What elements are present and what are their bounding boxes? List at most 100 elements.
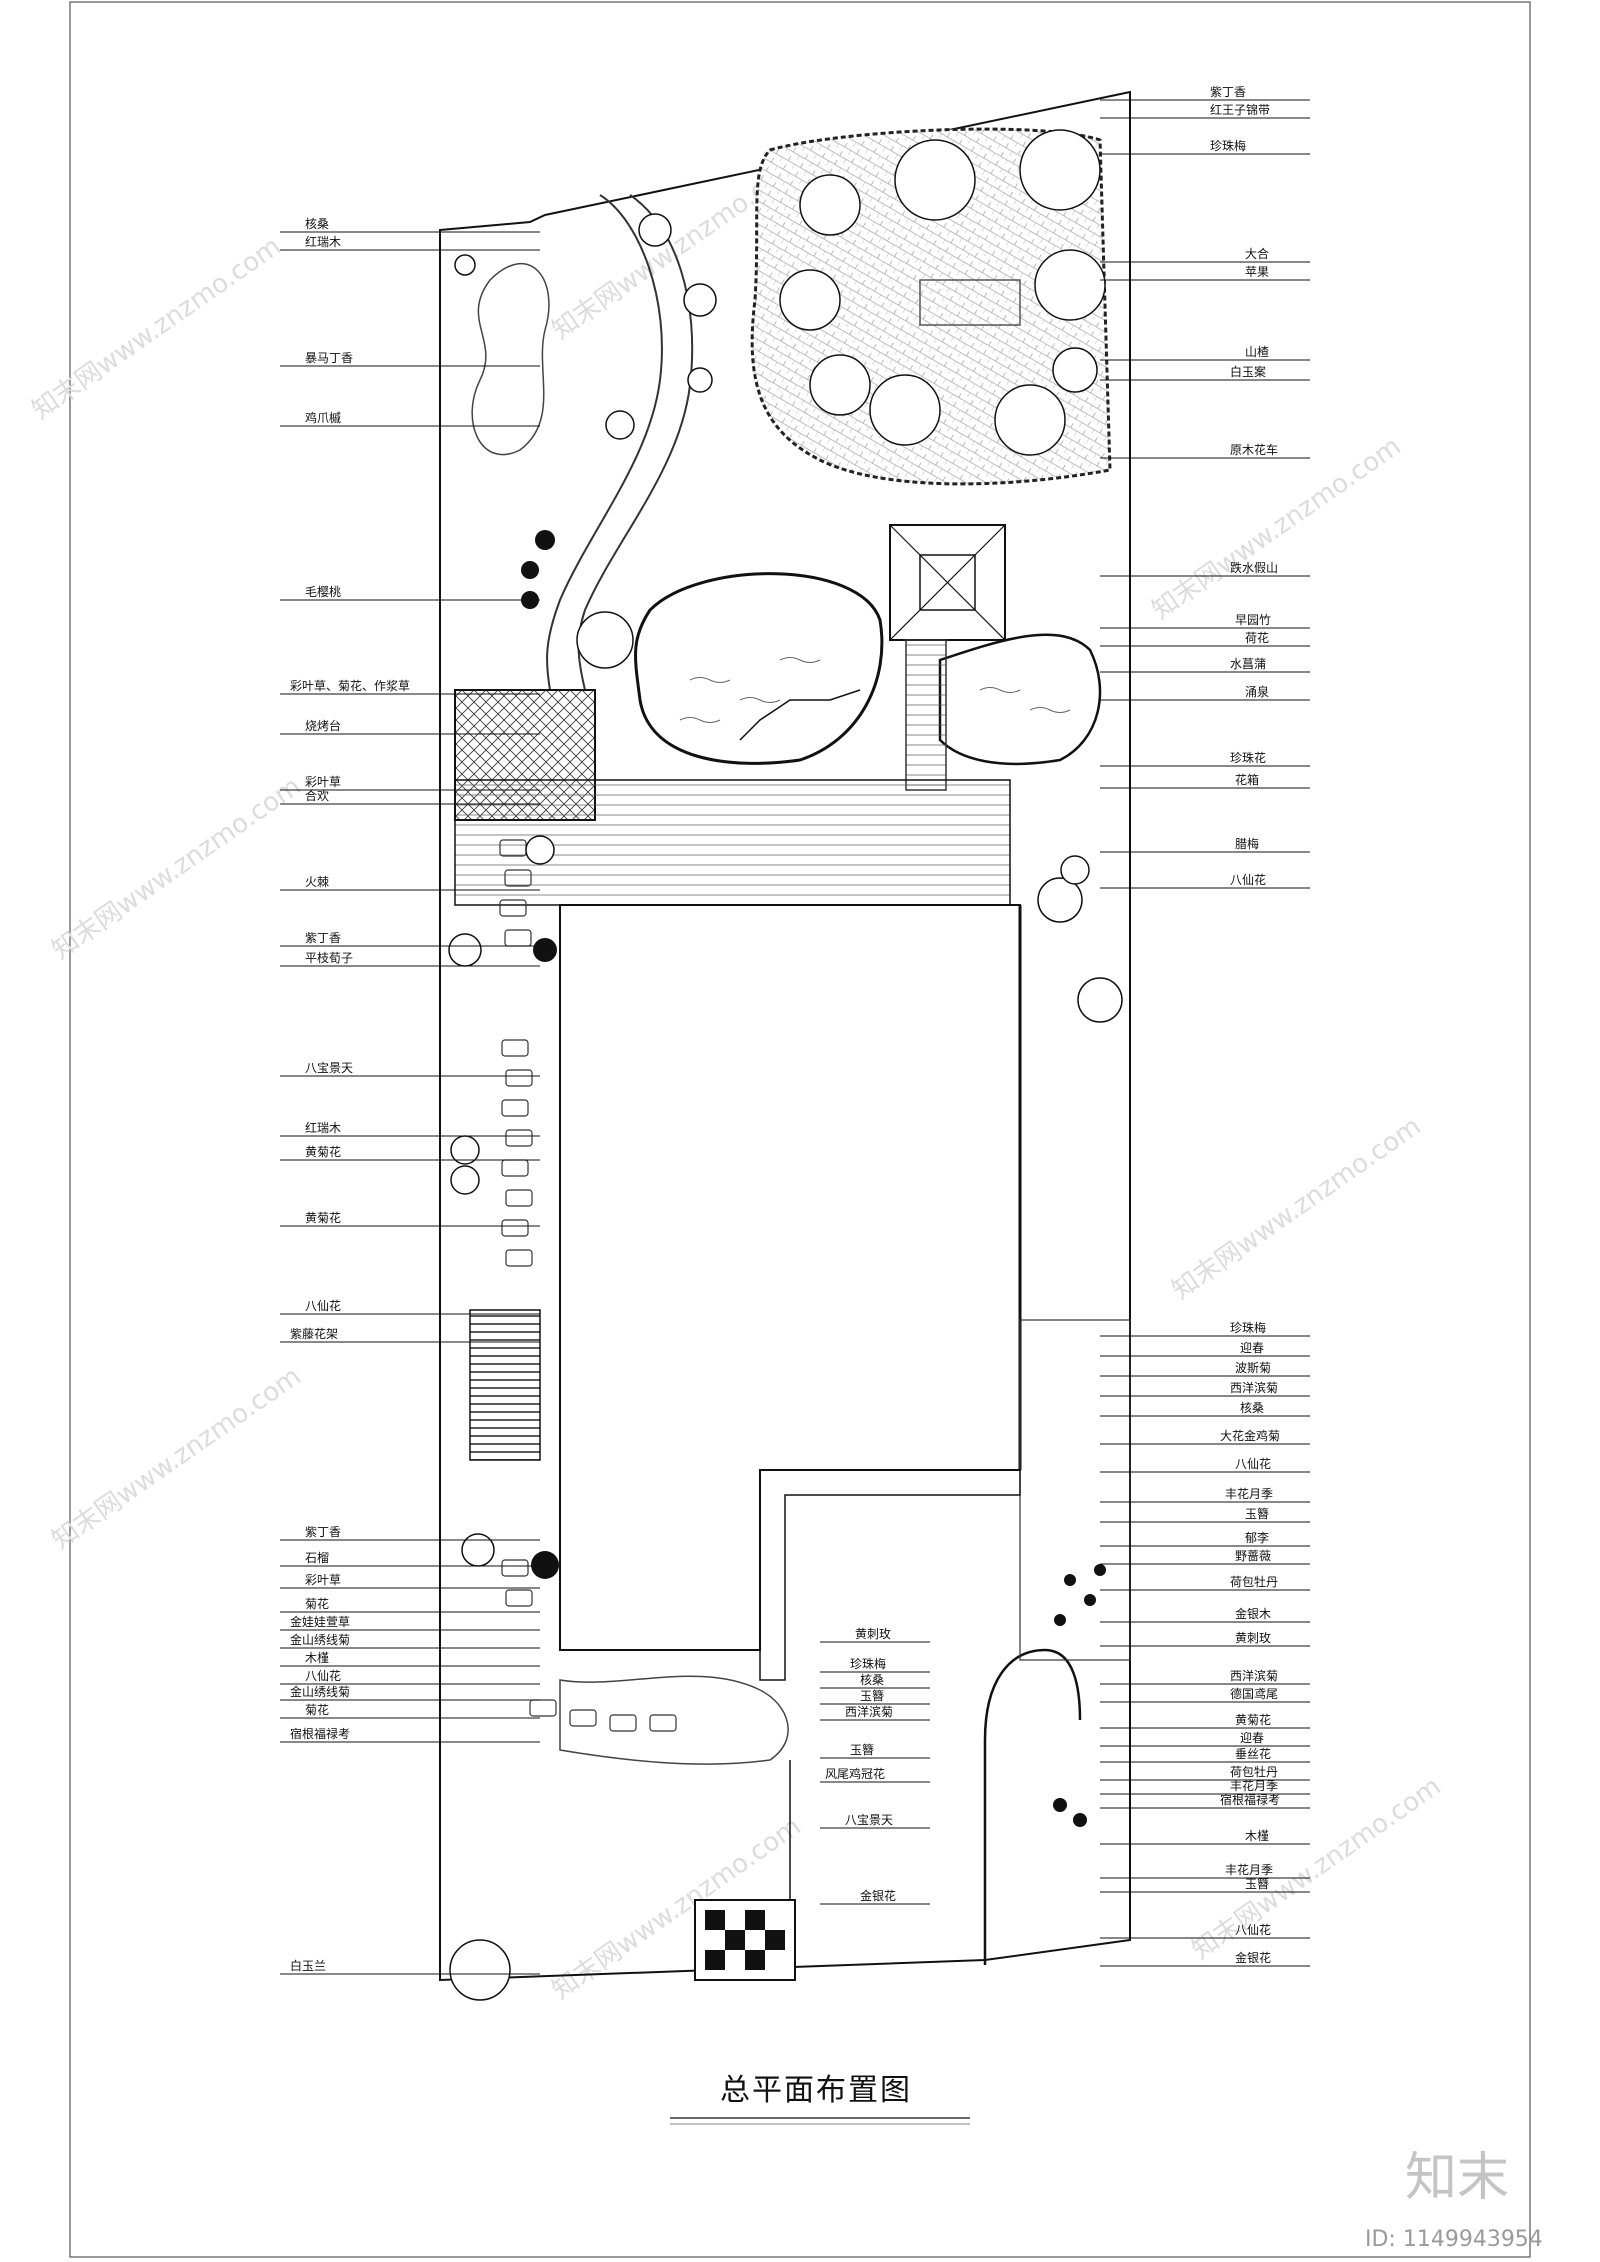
plant-label: 腊梅 — [1235, 836, 1259, 851]
plant-label: 早园竹 — [1235, 613, 1271, 627]
plant-label: 八仙花 — [1235, 1922, 1271, 1937]
plant-label: 丰花月季 — [1225, 1862, 1273, 1877]
plant-label: 迎春 — [1240, 1731, 1264, 1745]
labels-right-bottom: 珍珠梅 迎春 波斯菊 西洋滨菊 核桑 大花金鸡菊 八仙花 丰花月季 玉簪 郁李 … — [1220, 1320, 1280, 1965]
plant-label: 红瑞木 — [305, 1120, 341, 1135]
plant-label: 大合 — [1245, 246, 1269, 261]
plant-label: 核桑 — [1240, 1401, 1264, 1415]
plant-label: 黄菊花 — [305, 1210, 341, 1225]
plant-label: 暴马丁香 — [305, 351, 353, 365]
plant-label: 黄刺玫 — [1235, 1630, 1271, 1645]
watermark: 知末网www.znzmo.com — [1167, 1111, 1427, 1305]
plant-label: 荷包牡丹 — [1230, 1764, 1278, 1779]
plant-label: 彩叶草 — [305, 1573, 341, 1587]
watermark: 知末网www.znzmo.com — [1147, 431, 1407, 625]
watermark: 知末网www.znzmo.com — [47, 1361, 307, 1555]
plant-label: 珍珠梅 — [1210, 138, 1246, 153]
tree-symbols — [448, 129, 1123, 2001]
fountain-line — [739, 689, 861, 741]
drawing-frame — [69, 1, 1531, 2258]
plant-label: 八仙花 — [1230, 872, 1266, 887]
plant-label: 西洋滨菊 — [1230, 1380, 1278, 1395]
plant-label: 野蔷薇 — [1235, 1549, 1271, 1563]
plant-label: 八仙花 — [305, 1298, 341, 1313]
plant-label: 丰花月季 — [1230, 1778, 1278, 1793]
plant-label: 金山绣线菊 — [290, 1684, 350, 1699]
checker-pavement — [694, 1899, 796, 1981]
image-id: ID: 1149943954 — [1365, 2227, 1543, 2252]
plant-label: 黄刺玫 — [855, 1626, 891, 1641]
plant-label: 德国鸢尾 — [1230, 1686, 1278, 1701]
plant-label: 西洋滨菊 — [1230, 1668, 1278, 1683]
plaza-table — [919, 279, 1021, 326]
plant-label: 合欢 — [305, 788, 329, 803]
plant-label: 彩叶草、菊花、作浆草 — [290, 678, 410, 693]
plant-label: 珍珠梅 — [850, 1656, 886, 1671]
house-footprint — [559, 904, 1021, 1651]
plant-label: 紫丁香 — [305, 931, 341, 945]
plant-label: 玉簪 — [850, 1742, 874, 1757]
plant-label: 木槿 — [305, 1651, 329, 1665]
plant-label: 金银花 — [860, 1888, 896, 1903]
plant-label: 波斯菊 — [1235, 1361, 1271, 1375]
labels-right-top: 紫丁香 红王子锦带 珍珠梅 大合 苹果 山楂 白玉案 原木花车 跌水假山 早园竹… — [1210, 85, 1278, 887]
plant-label: 迎春 — [1240, 1341, 1264, 1355]
bridge — [905, 639, 947, 791]
watermark: 知末网www.znzmo.com — [27, 231, 287, 425]
plant-label: 西洋滨菊 — [845, 1704, 893, 1719]
plant-label: 石榴 — [305, 1551, 329, 1565]
logo: 知末 — [1405, 2148, 1509, 2208]
plant-label: 玉簪 — [1245, 1506, 1269, 1521]
plant-label: 苹果 — [1245, 265, 1269, 279]
watermark: 知末网www.znzmo.com — [47, 771, 307, 965]
garden-path-edge — [546, 194, 663, 691]
plant-label: 宿根福禄考 — [290, 1726, 350, 1741]
east-garden-edge — [983, 1648, 1082, 1965]
plant-label: 宿根福禄考 — [1220, 1792, 1280, 1807]
plant-label: 火棘 — [305, 875, 329, 889]
plant-label: 紫藤花架 — [290, 1326, 338, 1341]
plant-label: 八仙花 — [305, 1668, 341, 1683]
plant-label: 大花金鸡菊 — [1220, 1428, 1280, 1443]
plant-label: 金山绣线菊 — [290, 1632, 350, 1647]
plant-label: 白玉案 — [1230, 364, 1266, 379]
plant-label: 紫丁香 — [1210, 85, 1246, 99]
plant-label: 核桑 — [860, 1673, 884, 1687]
site-boundary — [439, 90, 1131, 1982]
shrub-bed — [471, 263, 550, 456]
plant-label: 郁李 — [1245, 1530, 1269, 1545]
plant-label: 红王子锦带 — [1210, 102, 1270, 117]
plant-label: 风尾鸡冠花 — [825, 1766, 885, 1781]
plant-label: 白玉兰 — [290, 1958, 326, 1973]
plant-label: 八宝景天 — [305, 1061, 353, 1075]
labels-center: 黄刺玫 珍珠梅 核桑 玉簪 西洋滨菊 玉簪 风尾鸡冠花 八宝景天 金银花 — [825, 1626, 896, 1903]
plant-label: 八宝景天 — [845, 1813, 893, 1827]
pond-east — [938, 633, 1102, 766]
plant-label: 丰花月季 — [1225, 1486, 1273, 1501]
plant-label: 烧烤台 — [305, 718, 341, 733]
plant-label: 木槿 — [1245, 1829, 1269, 1843]
plant-label: 八仙花 — [1235, 1456, 1271, 1471]
plant-label: 玉簪 — [1245, 1876, 1269, 1891]
plant-label: 跌水假山 — [1230, 560, 1278, 575]
labels-left: 核桑 红瑞木 暴马丁香 鸡爪槭 毛樱桃 彩叶草、菊花、作浆草 烧烤台 彩叶草 合… — [290, 217, 410, 1973]
courtyard-wall — [759, 1469, 1021, 1681]
pond — [634, 572, 884, 765]
evergreen-symbols — [521, 530, 1106, 1827]
plant-label: 黄菊花 — [1235, 1712, 1271, 1727]
plant-label: 金银木 — [1235, 1606, 1271, 1621]
plant-label: 珍珠花 — [1230, 750, 1266, 765]
plant-label: 平枝荀子 — [305, 950, 353, 965]
plant-label: 荷花 — [1245, 630, 1269, 645]
plant-label: 彩叶草 — [305, 775, 341, 789]
drawing-title: 总平面布置图 — [720, 2073, 912, 2108]
plant-label: 珍珠梅 — [1230, 1320, 1266, 1335]
plant-label: 金银花 — [1235, 1950, 1271, 1965]
leader-lines — [280, 99, 1310, 1975]
pavilion — [889, 524, 1006, 641]
plant-label: 玉簪 — [860, 1688, 884, 1703]
plant-label: 荷包牡丹 — [1230, 1574, 1278, 1589]
east-planting-bed — [1019, 1319, 1131, 1661]
courtyard-bed — [559, 1675, 789, 1765]
